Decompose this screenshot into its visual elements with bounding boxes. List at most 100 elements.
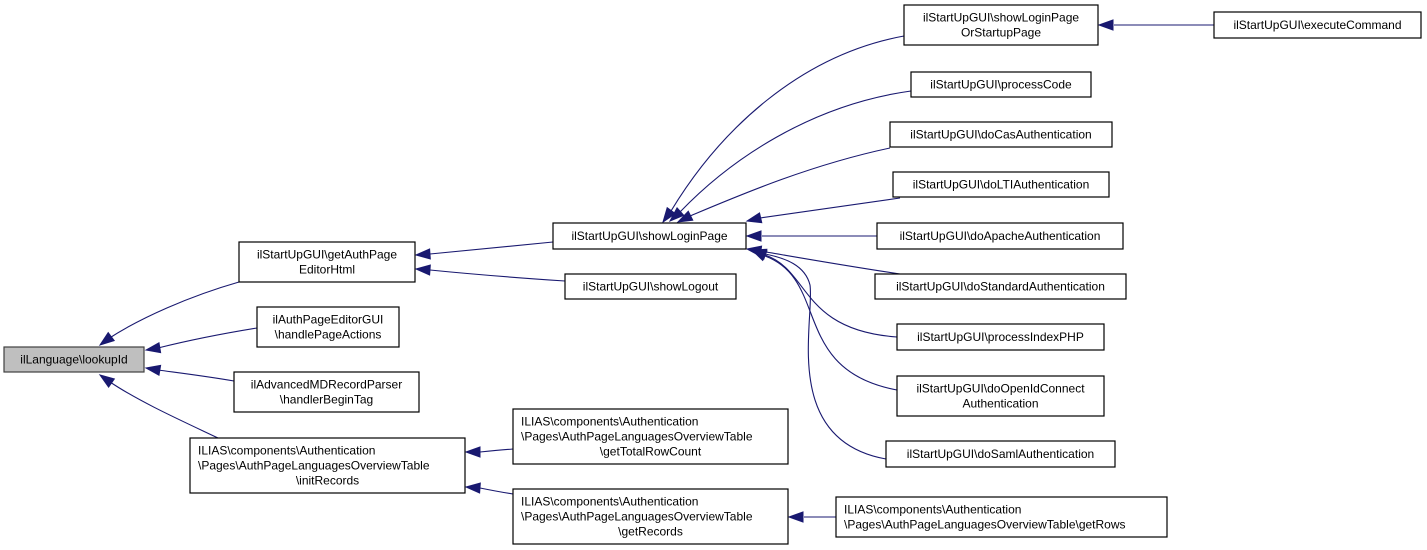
node-getRows[interactable]: ILIAS\components\Authentication\Pages\Au… (835, 496, 1168, 538)
arrowhead-icon (1097, 19, 1114, 31)
arrowhead-icon (464, 482, 481, 494)
nodes-layer: ilLanguage\lookupId ilStartUpGUI\getAuthP… (3, 4, 1422, 545)
node-label-line: \getTotalRowCount (600, 445, 702, 459)
edge-line (479, 448, 514, 453)
node-box[interactable] (885, 440, 1116, 468)
edges-layer (98, 19, 1214, 523)
edge-line (157, 327, 258, 349)
node-box[interactable] (256, 306, 400, 348)
edge-getTotalRowCount-to-initRecords (464, 446, 514, 458)
edge-line (107, 281, 240, 340)
node-box[interactable] (512, 488, 789, 545)
arrowhead-icon (668, 207, 685, 222)
node-label-line: ILIAS\components\Authentication (198, 444, 375, 458)
node-handlerBeginTag[interactable]: ilAdvancedMDRecordParser\handlerBeginTag (233, 371, 420, 413)
node-label-line: ilStartUpGUI\processIndexPHP (917, 330, 1084, 344)
node-label-line: OrStartupPage (961, 26, 1041, 40)
node-getRecords[interactable]: ILIAS\components\Authentication\Pages\Au… (512, 488, 789, 545)
node-label-line: ilStartUpGUI\showLoginPage (571, 229, 727, 243)
arrowhead-icon (414, 264, 431, 276)
node-label-line: Authentication (962, 397, 1038, 411)
node-box[interactable] (238, 241, 416, 283)
edge-initRecords-to-lookupId (98, 374, 219, 439)
arrowhead-icon (98, 331, 116, 346)
edge-executeCommand-to-showLoginPageOrStartupPage (1097, 19, 1214, 31)
node-doSamlAuthentication[interactable]: ilStartUpGUI\doSamlAuthentication (885, 440, 1116, 468)
node-box[interactable] (512, 408, 789, 465)
node-label-line: ilStartUpGUI\getAuthPage (257, 248, 397, 262)
arrowhead-icon (745, 230, 762, 242)
node-label-line: ilStartUpGUI\doSamlAuthentication (907, 447, 1094, 461)
node-showLogout[interactable]: ilStartUpGUI\showLogout (564, 273, 737, 300)
edge-line (670, 35, 905, 212)
node-label-line: ilStartUpGUI\doLTIAuthentication (913, 178, 1090, 192)
node-doStandardAuthentication[interactable]: ilStartUpGUI\doStandardAuthentication (874, 273, 1127, 300)
arrowhead-icon (144, 341, 162, 354)
node-doApacheAuthentication[interactable]: ilStartUpGUI\doApacheAuthentication (876, 222, 1124, 250)
node-label-line: ilLanguage\lookupId (20, 353, 127, 367)
arrowhead-icon (787, 511, 804, 523)
arrowhead-icon (662, 206, 677, 224)
node-label-line: \Pages\AuthPageLanguagesOverviewTable (198, 459, 430, 473)
edge-line (759, 197, 901, 219)
arrowhead-icon (98, 374, 116, 388)
node-showLoginPage[interactable]: ilStartUpGUI\showLoginPage (552, 222, 747, 250)
node-box[interactable] (896, 375, 1105, 417)
node-box[interactable] (903, 4, 1099, 46)
edge-handlerBeginTag-to-lookupId (144, 364, 235, 382)
arrowhead-icon (676, 210, 694, 223)
node-handlePageActions[interactable]: ilAuthPageEditorGUI\handlePageActions (256, 306, 400, 348)
node-label-line: ilStartUpGUI\doOpenIdConnect (916, 382, 1085, 396)
node-box[interactable] (876, 222, 1124, 250)
node-box[interactable] (552, 222, 747, 250)
node-processIndexPHP[interactable]: ilStartUpGUI\processIndexPHP (896, 323, 1105, 351)
edge-doOpenIdConnectAuthentication-to-showLoginPage (750, 249, 898, 391)
edge-doLTIAuthentication-to-showLoginPage (745, 197, 901, 224)
edge-doSamlAuthentication-to-showLoginPage (750, 248, 887, 460)
node-label-line: ilStartUpGUI\processCode (930, 78, 1072, 92)
node-executeCommand[interactable]: ilStartUpGUI\executeCommand (1213, 11, 1422, 39)
node-box[interactable] (889, 121, 1113, 148)
node-label-line: ilStartUpGUI\showLoginPage (923, 11, 1079, 25)
node-box[interactable] (3, 346, 145, 373)
edge-getRecords-to-initRecords (464, 482, 514, 495)
node-doOpenIdConnectAuthentication[interactable]: ilStartUpGUI\doOpenIdConnectAuthenticati… (896, 375, 1105, 417)
node-label-line: \getRecords (618, 525, 683, 539)
node-label-line: \initRecords (296, 474, 359, 488)
node-processCode[interactable]: ilStartUpGUI\processCode (910, 71, 1092, 98)
node-box[interactable] (892, 171, 1110, 198)
node-getTotalRowCount[interactable]: ILIAS\components\Authentication\Pages\Au… (512, 408, 789, 465)
node-label-line: ilStartUpGUI\showLogout (583, 280, 719, 294)
node-box[interactable] (189, 437, 466, 494)
edge-line (429, 269, 566, 282)
node-doCasAuthentication[interactable]: ilStartUpGUI\doCasAuthentication (889, 121, 1113, 148)
node-box[interactable] (874, 273, 1127, 300)
node-initRecords[interactable]: ILIAS\components\Authentication\Pages\Au… (189, 437, 466, 494)
node-label-line: ILIAS\components\Authentication (521, 495, 698, 509)
node-label-line: \Pages\AuthPageLanguagesOverviewTable (521, 430, 753, 444)
edge-line (679, 90, 912, 213)
node-doLTIAuthentication[interactable]: ilStartUpGUI\doLTIAuthentication (892, 171, 1110, 198)
node-label-line: ilStartUpGUI\doCasAuthentication (910, 128, 1091, 142)
arrowhead-icon (745, 212, 763, 224)
node-box[interactable] (896, 323, 1105, 351)
node-label-line: ilStartUpGUI\doStandardAuthentication (896, 280, 1105, 294)
node-label-line: \Pages\AuthPageLanguagesOverviewTable\ge… (844, 518, 1126, 532)
edge-line (157, 369, 235, 382)
edge-showLoginPage-to-getAuthPageEditorHtml (414, 241, 554, 260)
node-label-line: ilAuthPageEditorGUI (273, 313, 384, 327)
edge-doCasAuthentication-to-showLoginPage (676, 147, 891, 223)
edge-line (764, 253, 887, 460)
node-box[interactable] (910, 71, 1092, 98)
node-box[interactable] (564, 273, 737, 300)
node-lookupId[interactable]: ilLanguage\lookupId (3, 346, 145, 373)
node-box[interactable] (835, 496, 1168, 538)
node-box[interactable] (233, 371, 420, 413)
edge-getAuthPageEditorHtml-to-lookupId (98, 281, 240, 346)
edge-line (759, 250, 901, 275)
node-label-line: \Pages\AuthPageLanguagesOverviewTable (521, 510, 753, 524)
node-box[interactable] (1213, 11, 1422, 39)
